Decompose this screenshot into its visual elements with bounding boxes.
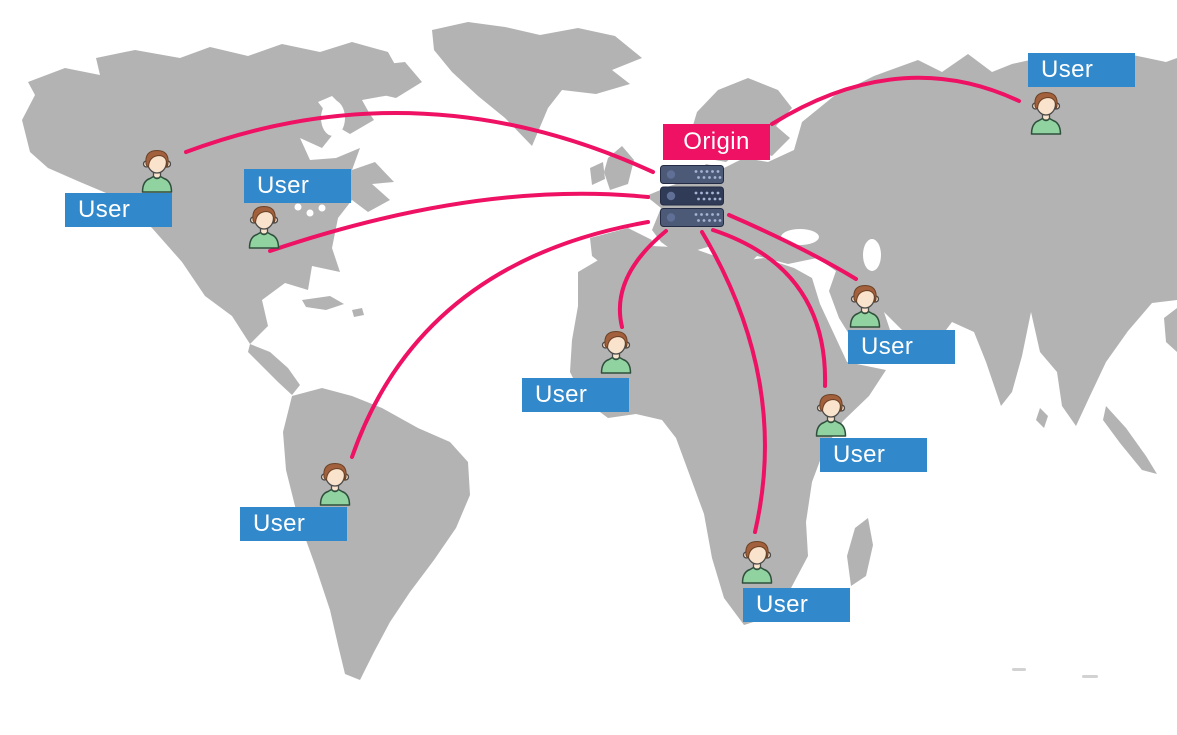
connection-line-africa-east	[711, 228, 828, 388]
connection-line-africa-south	[700, 230, 767, 534]
user-person-icon	[1028, 89, 1064, 135]
server-stack-icon	[660, 165, 724, 227]
user-label-africa-east: User	[820, 438, 927, 472]
connection-line-arabia	[727, 213, 858, 281]
user-label-north-america-east: User	[244, 169, 351, 203]
connection-line-russia	[770, 75, 1021, 126]
connection-line-north-america-west	[184, 111, 655, 174]
user-label-africa-west: User	[522, 378, 629, 412]
user-label-africa-south: User	[743, 588, 850, 622]
user-label-north-america-west: User	[65, 193, 172, 227]
user-person-icon	[317, 460, 353, 506]
connection-line-south-america	[350, 220, 650, 459]
user-person-icon	[847, 282, 883, 328]
user-person-icon	[598, 328, 634, 374]
user-person-icon	[813, 391, 849, 437]
user-person-icon	[739, 538, 775, 584]
user-label-south-america: User	[240, 507, 347, 541]
user-label-russia: User	[1028, 53, 1135, 87]
connection-line-north-america-east	[268, 191, 650, 253]
user-person-icon	[246, 203, 282, 249]
user-person-icon	[139, 147, 175, 193]
connection-line-africa-west	[617, 229, 668, 329]
origin-label: Origin	[663, 124, 770, 160]
user-label-arabia: User	[848, 330, 955, 364]
